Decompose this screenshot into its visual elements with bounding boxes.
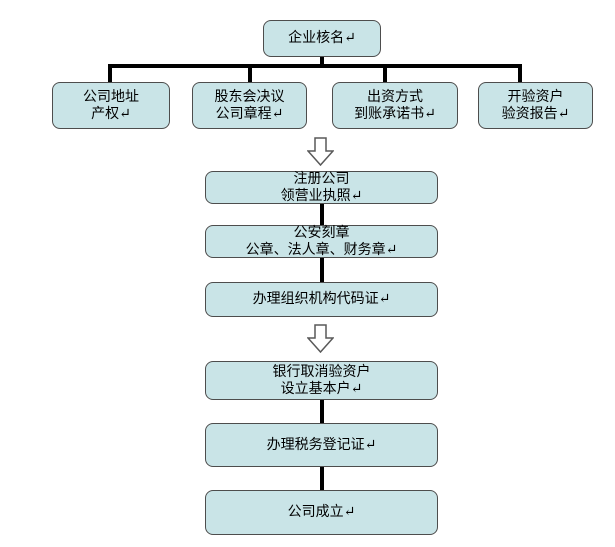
- box-text-line: 开验资户: [507, 89, 564, 105]
- block-arrow-down-icon: [307, 137, 334, 166]
- box-bank-basic-account: 银行取消验资户 设立基本户↵: [205, 361, 438, 400]
- box-text-line: 公章、法人章、财务章↵: [245, 242, 398, 258]
- box-text-line: 企业核名↵: [288, 31, 356, 46]
- box-text-line: 股东会决议: [214, 89, 285, 105]
- connector-step-4-5: [320, 399, 324, 424]
- box-company-established: 公司成立↵: [205, 490, 438, 535]
- box-police-seal-engraving: 公安刻章 公章、法人章、财务章↵: [205, 225, 438, 258]
- box-text-line: 公安刻章: [293, 225, 350, 241]
- box-organization-code-certificate: 办理组织机构代码证↵: [205, 282, 438, 317]
- connector-drop-1: [108, 66, 112, 83]
- box-text-line: 银行取消验资户: [272, 364, 371, 380]
- box-text-line: 办理组织机构代码证↵: [252, 292, 391, 307]
- box-text-line: 领营业执照↵: [280, 188, 363, 204]
- box-text-line: 公司成立↵: [287, 505, 356, 520]
- box-text-line: 办理税务登记证↵: [266, 437, 377, 453]
- box-enterprise-name-check: 企业核名↵: [263, 20, 381, 57]
- box-company-address-ownership: 公司地址 产权↵: [52, 82, 170, 129]
- box-capital-contribution-commitment: 出资方式 到账承诺书↵: [332, 82, 458, 129]
- box-text-line: 公司章程↵: [215, 106, 284, 122]
- box-text-line: 到账承诺书↵: [354, 106, 436, 122]
- connector-step-2-3: [320, 257, 324, 283]
- connector-drop-2: [248, 66, 252, 83]
- connector-drop-3: [383, 66, 387, 83]
- connector-horizontal-bar: [108, 64, 522, 68]
- box-text-line: 设立基本户↵: [280, 381, 363, 397]
- box-capital-verification-account-report: 开验资户 验资报告↵: [478, 82, 593, 129]
- connector-trunk-stub: [320, 56, 324, 66]
- box-tax-registration-certificate: 办理税务登记证↵: [205, 423, 438, 467]
- box-register-company-license: 注册公司 领营业执照↵: [205, 171, 438, 204]
- connector-step-1-2: [320, 203, 324, 226]
- box-text-line: 产权↵: [91, 106, 131, 122]
- block-arrow-down-icon: [307, 324, 334, 353]
- connector-step-5-6: [320, 466, 324, 491]
- box-text-line: 公司地址: [83, 89, 139, 105]
- connector-drop-4: [518, 66, 522, 83]
- box-text-line: 出资方式: [367, 89, 423, 105]
- box-shareholder-resolution-charter: 股东会决议 公司章程↵: [192, 82, 307, 129]
- box-text-line: 验资报告↵: [501, 106, 570, 122]
- box-text-line: 注册公司: [293, 171, 350, 187]
